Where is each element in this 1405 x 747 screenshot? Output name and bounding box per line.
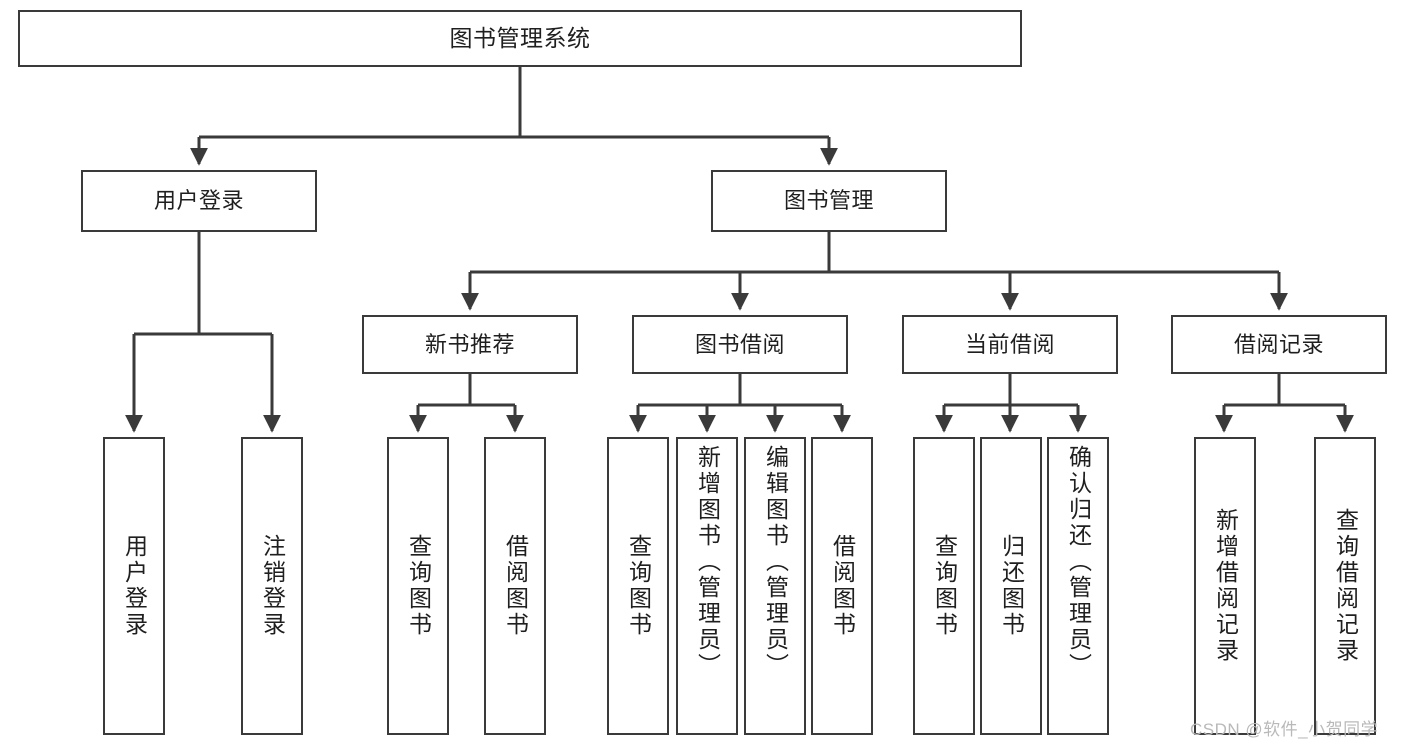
node-book-management[interactable]: 图书管理 bbox=[711, 170, 947, 232]
node-label: 确认归还（管理员） bbox=[1065, 445, 1092, 679]
leaf-borrow-book-recommend[interactable]: 借阅图书 bbox=[484, 437, 546, 735]
leaf-add-book-admin[interactable]: 新增图书（管理员） bbox=[676, 437, 738, 735]
node-borrow-record[interactable]: 借阅记录 bbox=[1171, 315, 1387, 374]
leaf-borrow-book[interactable]: 借阅图书 bbox=[811, 437, 873, 735]
node-label: 新增借阅记录 bbox=[1212, 508, 1239, 664]
leaf-user-login[interactable]: 用户登录 bbox=[103, 437, 165, 735]
leaf-logout[interactable]: 注销登录 bbox=[241, 437, 303, 735]
leaf-edit-book-admin[interactable]: 编辑图书（管理员） bbox=[744, 437, 806, 735]
node-label: 借阅图书 bbox=[829, 534, 856, 638]
leaf-query-book-recommend[interactable]: 查询图书 bbox=[387, 437, 449, 735]
node-label: 新书推荐 bbox=[424, 331, 515, 357]
leaf-add-borrow-record[interactable]: 新增借阅记录 bbox=[1194, 437, 1256, 735]
leaf-query-book-borrow[interactable]: 查询图书 bbox=[607, 437, 669, 735]
node-label: 用户登录 bbox=[153, 188, 244, 214]
node-current-borrow[interactable]: 当前借阅 bbox=[902, 315, 1118, 374]
node-root-book-management-system[interactable]: 图书管理系统 bbox=[18, 10, 1022, 67]
node-label: 查询图书 bbox=[931, 534, 958, 638]
node-label: 图书借阅 bbox=[694, 331, 785, 357]
node-label: 借阅记录 bbox=[1233, 331, 1324, 357]
node-label: 图书管理系统 bbox=[449, 25, 591, 52]
leaf-query-book-current[interactable]: 查询图书 bbox=[913, 437, 975, 735]
node-new-book-recommend[interactable]: 新书推荐 bbox=[362, 315, 578, 374]
leaf-confirm-return-admin[interactable]: 确认归还（管理员） bbox=[1047, 437, 1109, 735]
leaf-return-book[interactable]: 归还图书 bbox=[980, 437, 1042, 735]
watermark: CSDN @软件_小贺同学 bbox=[1190, 720, 1379, 739]
node-user-login[interactable]: 用户登录 bbox=[81, 170, 317, 232]
node-label: 归还图书 bbox=[998, 534, 1025, 638]
node-label: 查询图书 bbox=[625, 534, 652, 638]
node-label: 当前借阅 bbox=[964, 331, 1055, 357]
node-book-borrow[interactable]: 图书借阅 bbox=[632, 315, 848, 374]
node-label: 图书管理 bbox=[783, 188, 874, 214]
node-label: 新增图书（管理员） bbox=[694, 445, 721, 679]
node-label: 用户登录 bbox=[121, 534, 148, 638]
node-label: 借阅图书 bbox=[502, 534, 529, 638]
node-label: 注销登录 bbox=[259, 534, 286, 638]
node-label: 查询图书 bbox=[405, 534, 432, 638]
node-label: 编辑图书（管理员） bbox=[762, 445, 789, 679]
node-label: 查询借阅记录 bbox=[1332, 508, 1359, 664]
leaf-query-borrow-record[interactable]: 查询借阅记录 bbox=[1314, 437, 1376, 735]
